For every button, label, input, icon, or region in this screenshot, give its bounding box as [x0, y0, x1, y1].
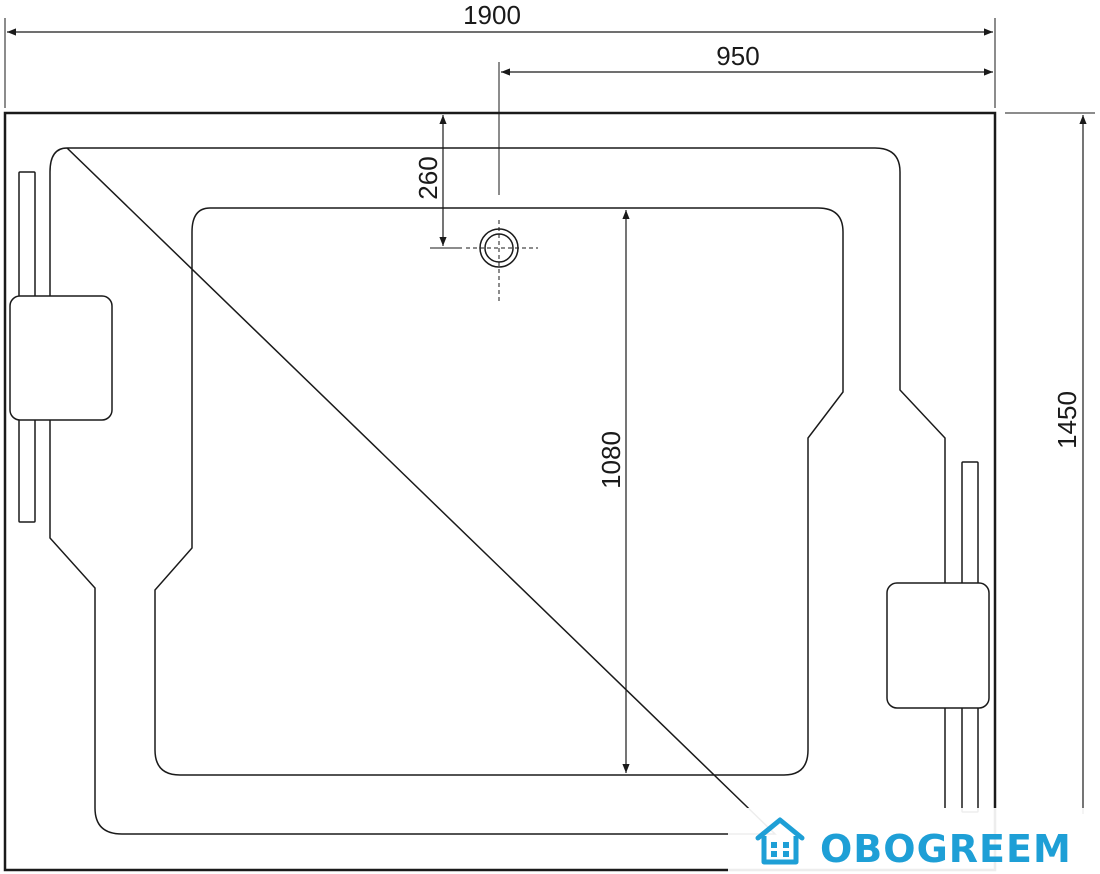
dimension-label-basin-length: 1080 [596, 431, 626, 489]
left-headrest [9, 295, 113, 421]
brand-name: OBOGREEM [820, 827, 1072, 871]
drain [466, 220, 538, 302]
dimension-label-overall-width: 1900 [463, 0, 521, 30]
tub-basin-outline [154, 207, 844, 776]
house-leaf-icon [755, 817, 805, 865]
tub-outer-rim [3, 111, 997, 872]
dimension-label-half-width: 950 [716, 41, 759, 71]
dimension-label-overall-length: 1450 [1052, 391, 1082, 449]
right-headrest [886, 582, 990, 709]
dimension-label-drain-offset: 260 [413, 156, 443, 199]
tub-inner-deck-outline [49, 147, 946, 835]
